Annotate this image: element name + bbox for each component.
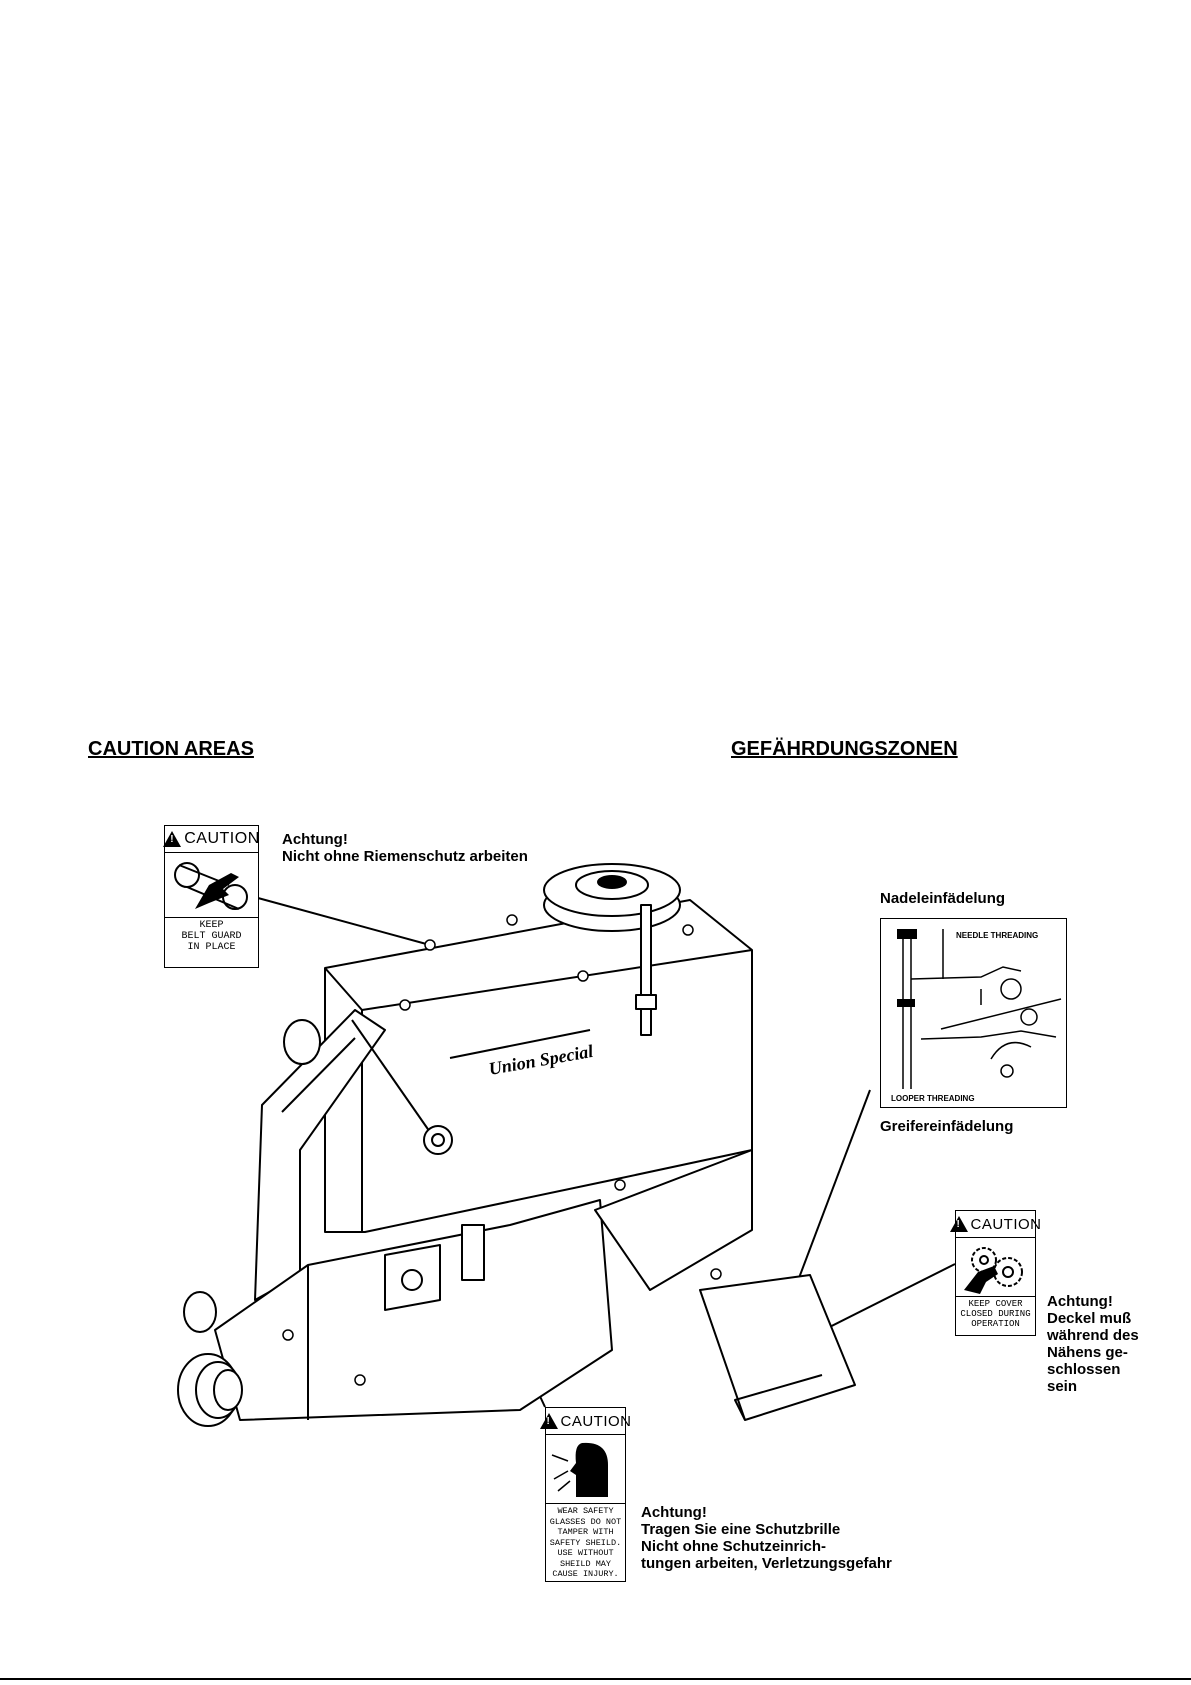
hand-in-gears-icon (956, 1238, 1035, 1297)
warning-triangle-icon (163, 831, 182, 847)
leader-line-belt (257, 897, 431, 946)
caution-header: CAUTION (163, 826, 259, 853)
face-shield-icon (546, 1435, 625, 1504)
threading-diagram: NEEDLE THREADING LOOPER THREADING (880, 918, 1067, 1108)
caution-header: CAUTION (539, 1408, 631, 1435)
looper-threading-label: LOOPER THREADING (891, 1094, 975, 1103)
caution-text: WEAR SAFETY GLASSES DO NOT TAMPER WITH S… (549, 1506, 622, 1579)
caution-label-safety-glasses: CAUTION WEAR SAFETY GLASSES DO NOT TAMPE… (539, 1407, 631, 1582)
needle-threading-label: NEEDLE THREADING (956, 931, 1039, 940)
page-footer-rule (0, 1678, 1191, 1680)
warning-triangle-icon (539, 1413, 558, 1429)
caution-label-keep-cover: CAUTION KEEP COVER CLOSED DURING OPERATI… (949, 1210, 1041, 1336)
note-safety-glasses: Achtung! Tragen Sie eine Schutzbrille Ni… (641, 1504, 892, 1572)
note-keep-cover: Achtung! Deckel muß während des Nähens g… (1047, 1293, 1139, 1395)
caution-text: KEEP COVER CLOSED DURING OPERATION (960, 1299, 1031, 1329)
caution-label-belt-guard: CAUTION KEEP BELT GUARD IN PLACE (163, 825, 259, 968)
screw-icon (424, 939, 436, 951)
warning-triangle-icon (949, 1216, 968, 1232)
heading-caution-areas: CAUTION AREAS (88, 738, 254, 760)
heading-gefaehrdungszonen: GEFÄHRDUNGSZONEN (731, 738, 958, 760)
caption-needle-threading: Nadeleinfädelung (880, 890, 1006, 907)
threading-path-icon (897, 929, 1062, 1089)
caution-header: CAUTION (949, 1211, 1041, 1238)
caution-text: KEEP BELT GUARD IN PLACE (181, 920, 242, 953)
note-belt-guard: Achtung! Nicht ohne Riemenschutz arbeite… (282, 831, 528, 865)
caption-looper-threading: Greifereinfädelung (880, 1118, 1014, 1135)
hand-in-belt-icon (165, 853, 258, 918)
